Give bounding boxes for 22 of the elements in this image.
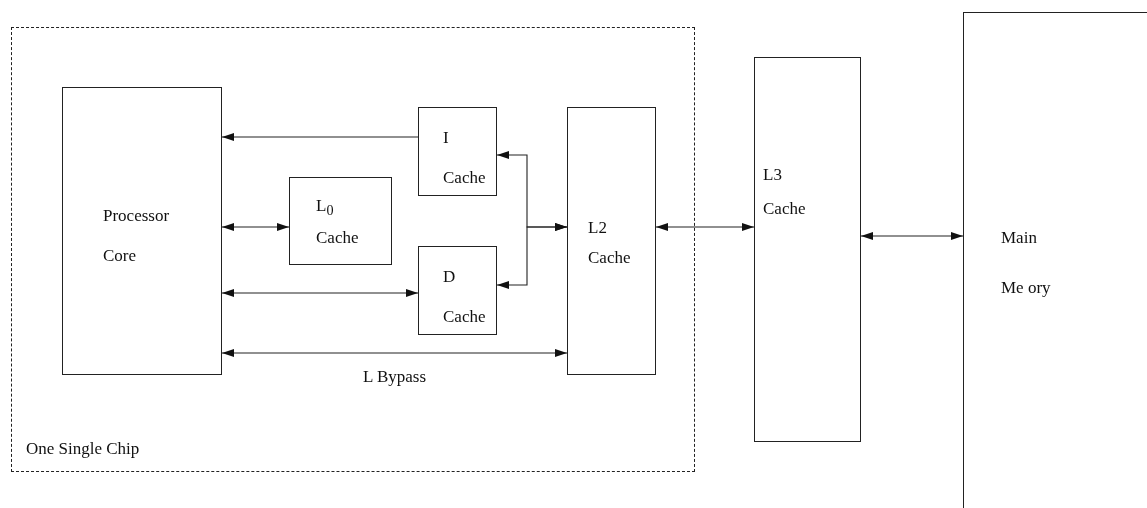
block-label: D Cache (443, 266, 487, 328)
block-label: L2 Cache (588, 217, 632, 269)
block-label: One Single Chip (26, 438, 141, 460)
arrow (860, 232, 964, 240)
block-box (963, 12, 1147, 508)
arrow (221, 133, 419, 141)
arrow (221, 289, 419, 297)
arrow (221, 223, 290, 231)
block-box (754, 57, 861, 442)
block-label: L3 Cache (763, 164, 807, 220)
block-box (418, 246, 497, 335)
block-box (567, 107, 656, 375)
block-label: Main Me ory (1001, 227, 1051, 299)
block-box (289, 177, 392, 265)
block-label: Processor Core (103, 205, 171, 267)
arrow (496, 223, 568, 289)
block-box (62, 87, 222, 375)
block-label: I Cache (443, 127, 487, 189)
block-label: L$_{0}$ Cache (316, 195, 360, 250)
arrow (655, 223, 755, 231)
block-box (418, 107, 497, 196)
arrow (221, 349, 568, 357)
